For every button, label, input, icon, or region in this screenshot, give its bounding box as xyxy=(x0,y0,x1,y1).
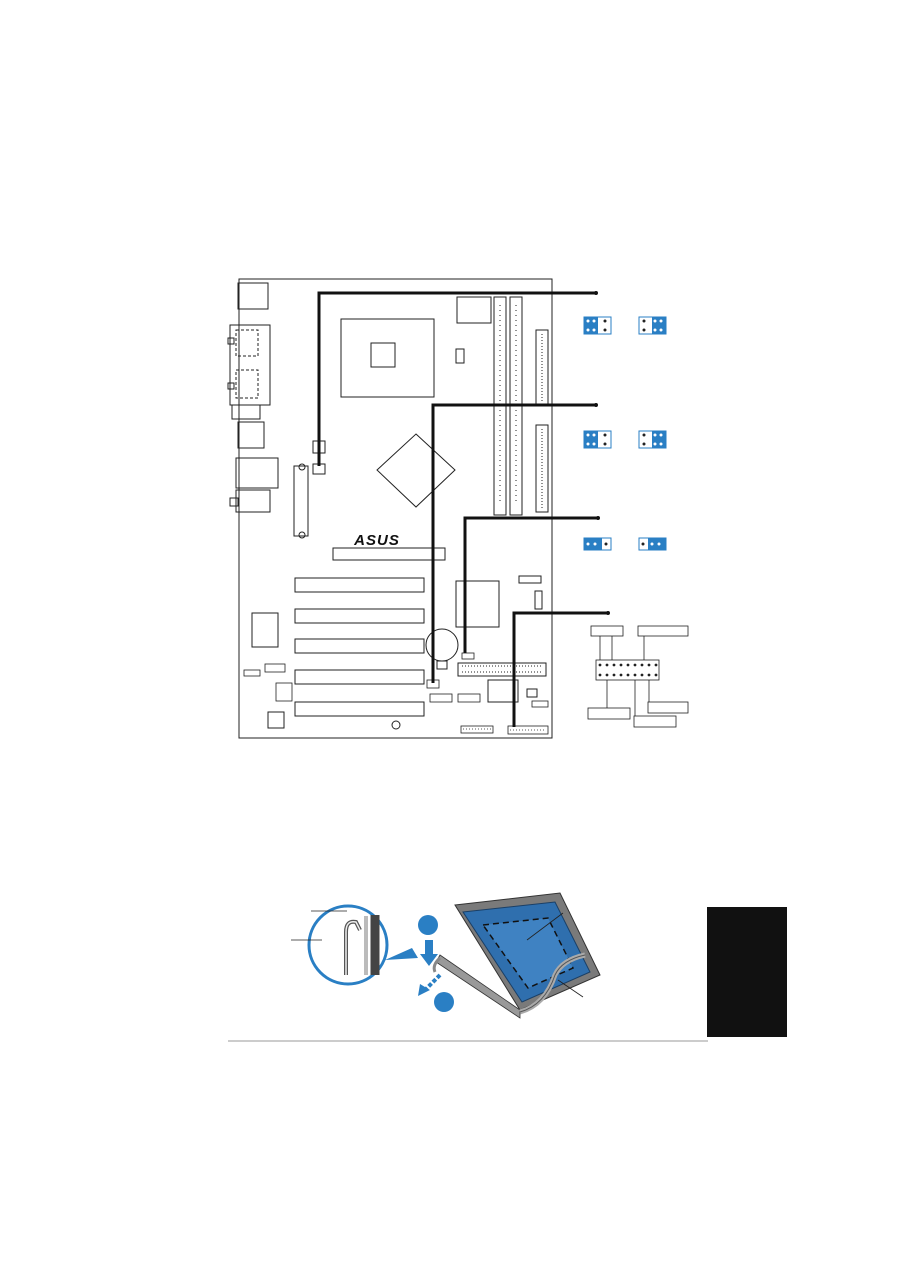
jumper-icon xyxy=(638,537,667,551)
jumper-icon xyxy=(583,316,612,335)
step-marker-icon xyxy=(418,915,438,935)
northbridge-chip xyxy=(376,433,456,508)
board-outline xyxy=(238,278,553,739)
cpu-install-illustration xyxy=(291,892,601,1019)
jumper-icon xyxy=(638,430,667,449)
jumper-icon xyxy=(583,537,612,551)
expansion-slots xyxy=(251,547,446,730)
front-panel-header-detail xyxy=(587,625,689,728)
jumper-icon xyxy=(583,430,612,449)
atx-power-connector xyxy=(293,465,309,537)
jumper-icon xyxy=(638,316,667,335)
ide-connectors xyxy=(535,329,549,513)
jumper-group-2 xyxy=(583,430,667,449)
jumper-group-1 xyxy=(583,316,667,335)
rear-io-panel xyxy=(227,282,279,513)
jumper-group-3 xyxy=(583,537,667,551)
arrow-down-icon xyxy=(420,940,438,966)
side-tab xyxy=(707,907,787,1037)
step-marker-icon xyxy=(434,992,454,1012)
asus-logo: ASUS xyxy=(353,532,400,549)
pin-headers xyxy=(243,652,549,735)
southbridge-area xyxy=(425,575,547,703)
callout-lines xyxy=(317,291,608,727)
